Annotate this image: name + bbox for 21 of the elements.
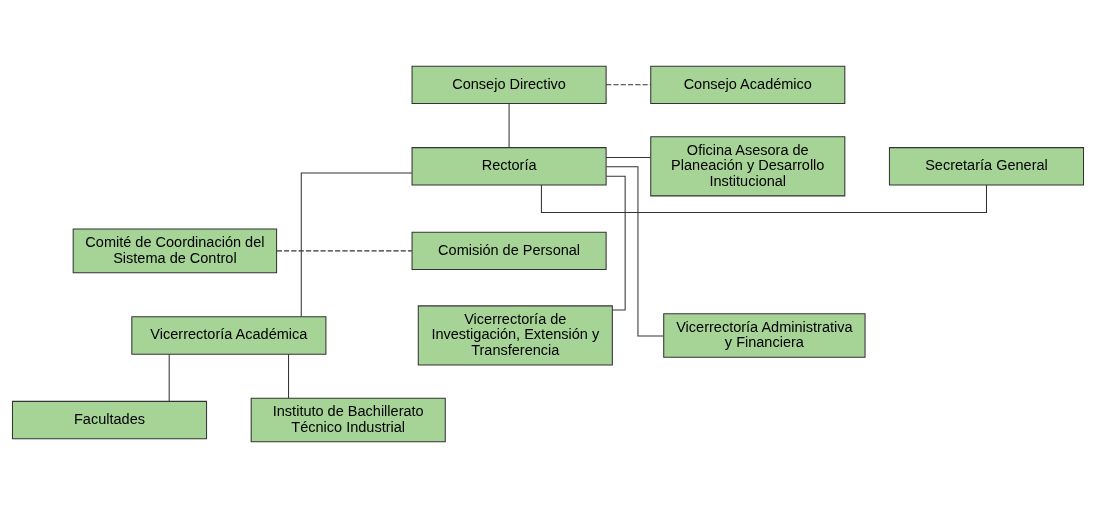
connector [540, 184, 987, 213]
node-box: Secretaría General [888, 147, 1085, 186]
node-box: Rectoría [411, 147, 607, 186]
connector [276, 250, 413, 252]
node-box: Consejo Académico [650, 65, 846, 105]
connector [508, 103, 510, 149]
connector [605, 156, 651, 158]
node-box: Oficina Asesora de Planeación y Desarrollo Institucional [650, 136, 846, 197]
node-box: Comité de Coordinación del Sistema de Control [72, 228, 278, 274]
node-box: Instituto de Bachillerato Técnico Industrial [250, 397, 446, 443]
node-box: Comisión de Personal [411, 231, 607, 271]
node-box: Vicerrectoría Académica [131, 316, 327, 355]
node-box: Consejo Directivo [411, 65, 607, 105]
connector [605, 166, 665, 337]
connector [168, 353, 170, 402]
node-box: Facultades [11, 400, 208, 440]
connector [605, 84, 651, 86]
node-box: Vicerrectoría de Investigación, Extensión y Transferencia [417, 305, 613, 366]
node-box: Vicerrectoría Administrativa y Financiera [663, 313, 866, 358]
connector [288, 353, 290, 399]
connector [300, 172, 413, 318]
